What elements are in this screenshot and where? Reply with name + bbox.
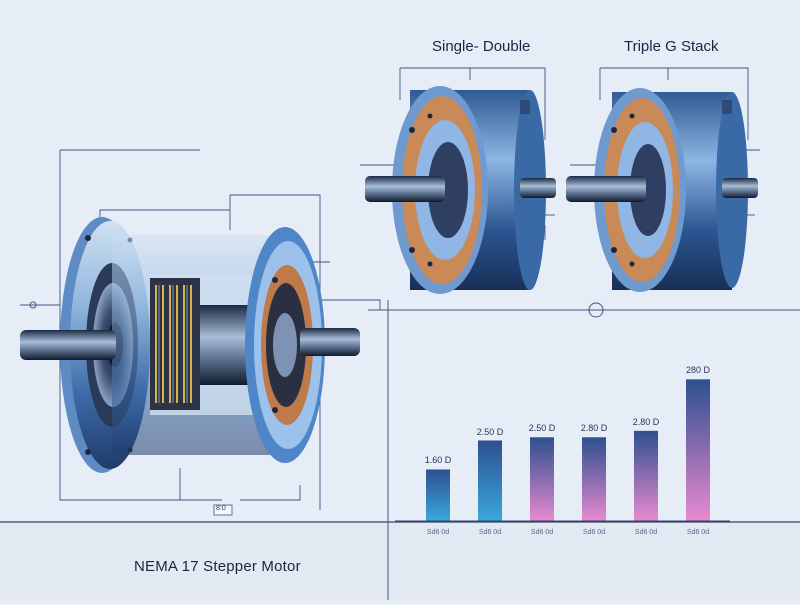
bar-data-label-6: 280 D: [685, 365, 711, 376]
bar-category-label-2: Sd6 0d: [478, 529, 502, 536]
bar-6: [686, 379, 710, 521]
bar-category-label-4: Sd6 0d: [582, 529, 606, 536]
variant-label-triple-stack: Triple G Stack: [624, 38, 719, 55]
bar-category-label-3: Sd6 0d: [530, 529, 554, 536]
callout-dot: [29, 301, 37, 309]
bar-data-label-3: 2.50 D: [528, 423, 556, 434]
callout-tag-box: [213, 504, 233, 516]
single-double-stack-motor: [360, 67, 556, 294]
bar-3: [530, 437, 554, 521]
bar-category-label-1: Sd6 0d: [426, 529, 450, 536]
bar-data-label-5: 2.80 D: [632, 416, 660, 427]
triple-stack-motor: [566, 67, 760, 292]
bar-2: [478, 440, 502, 521]
bar-4: [582, 437, 606, 521]
torque-bar-chart: [426, 379, 710, 521]
bar-5: [634, 430, 658, 521]
bar-category-label-5: Sd6 0d: [634, 529, 658, 536]
bar-category-label-6: Sd6 0d: [686, 529, 710, 536]
callout-tag-text: 8:0: [216, 505, 226, 512]
bar-1: [426, 469, 450, 521]
footer-band: [0, 522, 800, 600]
main-title: NEMA 17 Stepper Motor: [134, 558, 301, 575]
variant-label-single-double: Single- Double: [432, 38, 531, 55]
bar-data-label-2: 2.50 D: [476, 426, 504, 437]
main-stepper-motor: [20, 217, 360, 473]
bar-data-label-1: 1.60 D: [424, 455, 452, 466]
chart-marker-circle: [588, 302, 604, 318]
bar-data-label-4: 2.80 D: [580, 423, 608, 434]
